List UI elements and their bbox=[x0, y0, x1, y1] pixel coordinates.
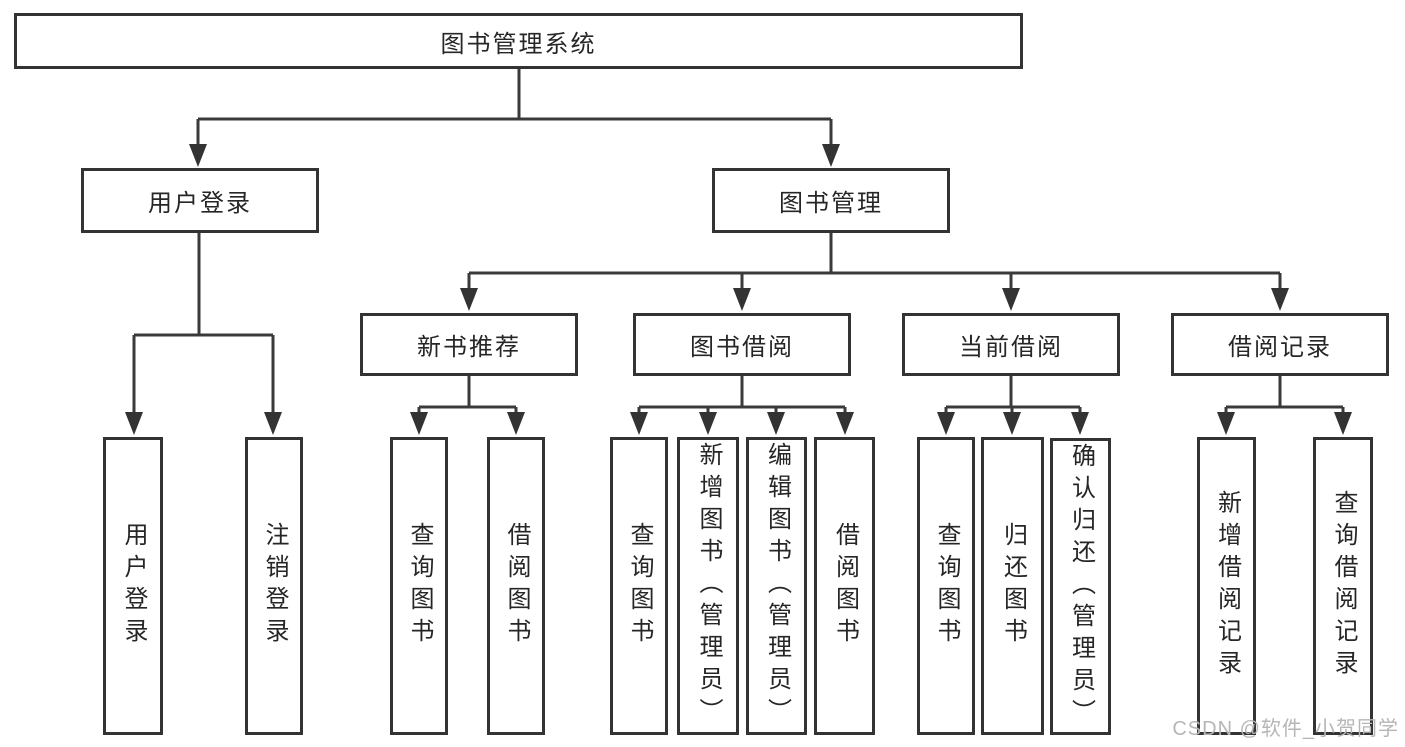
leaf-query-books-borrow: 查询图书 bbox=[610, 437, 668, 735]
leaf-label: 用户登录 bbox=[120, 522, 147, 650]
leaf-label: 借阅图书 bbox=[831, 522, 859, 650]
node-user-login: 用户登录 bbox=[81, 168, 319, 233]
connector-user-login-to-leaves bbox=[125, 233, 282, 435]
connector-new-book-recommend-to-leaves bbox=[410, 376, 525, 435]
leaf-return-books: 归还图书 bbox=[981, 437, 1044, 735]
leaf-user-login: 用户登录 bbox=[103, 437, 163, 735]
leaf-label: 借阅图书 bbox=[503, 522, 530, 650]
node-current-borrow: 当前借阅 bbox=[902, 313, 1120, 376]
leaf-label: 编辑图书（管理员） bbox=[763, 442, 791, 730]
node-new-book-recommend: 新书推荐 bbox=[360, 313, 578, 376]
connector-book-management-to-level3 bbox=[460, 233, 1289, 311]
node-book-management: 图书管理 bbox=[712, 168, 950, 233]
leaf-label: 新增借阅记录 bbox=[1213, 490, 1241, 682]
connector-book-borrow-to-leaves bbox=[630, 376, 854, 435]
connector-root-to-level2 bbox=[189, 69, 840, 167]
node-borrow-records: 借阅记录 bbox=[1171, 313, 1389, 376]
leaf-label: 归还图书 bbox=[999, 522, 1027, 650]
leaf-label: 注销登录 bbox=[261, 522, 288, 650]
leaf-confirm-return-admin: 确认归还（管理员） bbox=[1050, 438, 1111, 735]
leaf-edit-books-admin: 编辑图书（管理员） bbox=[746, 437, 807, 735]
leaf-add-books-admin: 新增图书（管理员） bbox=[677, 437, 739, 735]
leaf-query-borrow-record: 查询借阅记录 bbox=[1313, 437, 1373, 735]
leaf-query-books-current: 查询图书 bbox=[917, 437, 975, 735]
leaf-label: 查询借阅记录 bbox=[1330, 490, 1357, 682]
leaf-query-books-recommend: 查询图书 bbox=[390, 437, 448, 735]
connector-borrow-records-to-leaves bbox=[1217, 376, 1352, 435]
leaf-label: 新增图书（管理员） bbox=[695, 442, 722, 730]
connector-current-borrow-to-leaves bbox=[937, 376, 1089, 435]
csdn-watermark: CSDN @软件_小贺同学 bbox=[1172, 718, 1399, 740]
node-root-system: 图书管理系统 bbox=[14, 13, 1023, 69]
leaf-label: 查询图书 bbox=[626, 522, 653, 650]
leaf-label: 确认归还（管理员） bbox=[1067, 442, 1095, 731]
leaf-label: 查询图书 bbox=[933, 522, 960, 650]
leaf-label: 查询图书 bbox=[406, 522, 433, 650]
node-book-borrow: 图书借阅 bbox=[633, 313, 851, 376]
leaf-logout-login: 注销登录 bbox=[245, 437, 303, 735]
leaf-add-borrow-record: 新增借阅记录 bbox=[1197, 437, 1256, 735]
leaf-borrow-books: 借阅图书 bbox=[814, 437, 875, 735]
leaf-borrow-books-recommend: 借阅图书 bbox=[487, 437, 545, 735]
